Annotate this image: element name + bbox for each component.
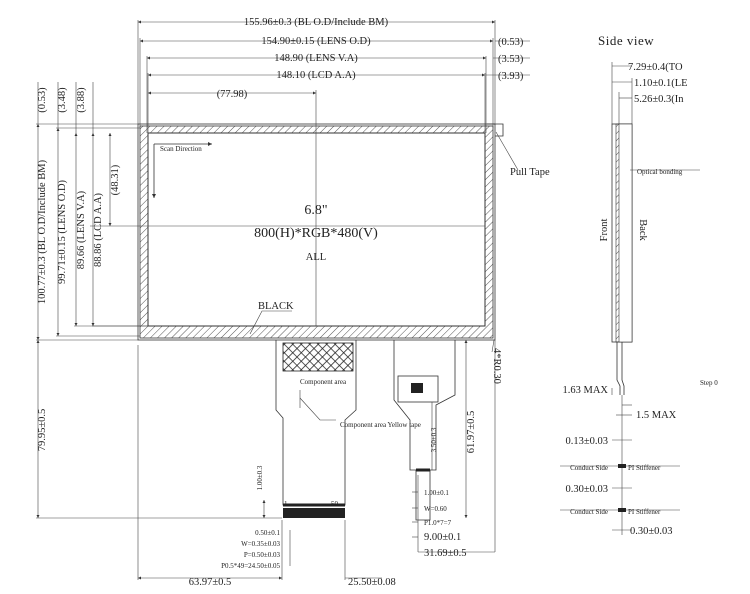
side-t2: 1.10±0.1(LE (634, 78, 688, 89)
side-max163: 1.63 MAX (562, 385, 608, 396)
side-conduct2: Conduct Side (570, 508, 608, 516)
left-dimensions (36, 82, 282, 519)
dim-p050: P=0.50±0.03 (244, 551, 281, 559)
dim-left-fpc-length: 79.95±0.5 (37, 409, 48, 452)
dim-left-offset-2: (3.48) (57, 87, 68, 113)
dim-left-offset-3: (3.88) (76, 87, 87, 113)
dim-6397: 63.97±0.5 (189, 577, 232, 588)
pull-tape-label: Pull Tape (510, 167, 550, 178)
dim-p10: P1.0*7=7 (424, 519, 452, 527)
side-optical: Optical bonding (637, 168, 683, 176)
corner-radius-label: 4*R0.30 (491, 348, 502, 384)
side-view-drawing (560, 62, 700, 535)
dim-pitch: P0.5*49=24.50±0.05 (221, 562, 280, 570)
fpc-side-tail (393, 340, 456, 521)
scan-direction-label: Scan Direction (160, 145, 202, 153)
side-stiff1: PI Stiffener (628, 464, 661, 472)
dim-left-lens-va: 89.66 (LENS V.A) (76, 190, 87, 269)
side-t3: 5.26±0.3(In (634, 94, 684, 105)
dim-top-bl-od: 155.96±0.3 (BL O.D/Include BM) (244, 17, 389, 28)
component-yellow-label: Component area Yellow tape (340, 421, 421, 429)
side-d013: 0.13±0.03 (565, 436, 608, 447)
panel-outline (137, 123, 504, 341)
dim-left-bl-od: 100.77±0.3 (BL O.D/Include BM) (37, 159, 48, 304)
dim-w060: W=0.60 (424, 505, 447, 513)
dim-3169: 31.69±0.5 (424, 548, 467, 559)
dim-fpc-100a: 1.00±0.3 (256, 465, 264, 490)
fpc-main-tail (275, 340, 357, 518)
top-dimensions (137, 20, 530, 133)
dim-2550: 25.50±0.08 (348, 577, 396, 588)
dim-top-lens-od: 154.90±0.15 (LENS O.D) (261, 36, 371, 47)
side-d030a: 0.30±0.03 (565, 484, 608, 495)
dim-top-offset-1: (0.53) (498, 37, 524, 48)
fpc-dimensions (137, 340, 496, 580)
side-step: Step 0 (700, 379, 718, 387)
side-conduct1: Conduct Side (570, 464, 608, 472)
side-t1: 7.29±0.4(TO (628, 62, 683, 73)
dim-fpc-350: 3.50±0.3 (430, 427, 438, 452)
dim-fpc-61: 61.97±0.5 (466, 411, 477, 454)
side-view-title: Side view (598, 33, 654, 48)
side-d030b: 0.30±0.03 (630, 526, 673, 537)
panel-mode: ALL (306, 252, 326, 263)
dim-100b: 1.00±0.1 (424, 489, 449, 497)
dim-left-lcd-aa: 88.86 (LCD A.A) (93, 192, 104, 267)
dim-top-offset-2: (3.53) (498, 54, 524, 65)
pin-1-label: 1 (284, 500, 288, 508)
pin-50-label: 50 (331, 500, 339, 508)
dim-w035: W=0.35±0.03 (241, 540, 280, 548)
dim-left-lens-od: 99.71±0.15 (LENS O.D) (57, 179, 68, 284)
dim-left-offset-1: (0.53) (37, 87, 48, 113)
pull-tape-leader (495, 131, 519, 171)
dim-left-half-height: (48.31) (110, 164, 121, 195)
black-leader (249, 310, 292, 335)
side-front: Front (599, 219, 610, 242)
dim-top-offset-3: (3.93) (498, 71, 524, 82)
component-area-label: Component area (300, 378, 347, 386)
side-stiff2: PI Stiffener (628, 508, 661, 516)
dim-top-lens-va: 148.90 (LENS V.A) (274, 53, 358, 64)
dim-top-lcd-aa: 148.10 (LCD A.A) (276, 70, 356, 81)
panel-size: 6.8" (304, 203, 327, 218)
panel-resolution: 800(H)*RGB*480(V) (254, 226, 378, 241)
dim-050: 0.50±0.1 (255, 529, 280, 537)
dim-top-half-width: (77.98) (217, 89, 248, 100)
black-label: BLACK (258, 301, 294, 312)
side-max15: 1.5 MAX (636, 410, 677, 421)
dim-900: 9.00±0.1 (424, 532, 461, 543)
side-back: Back (637, 219, 648, 241)
